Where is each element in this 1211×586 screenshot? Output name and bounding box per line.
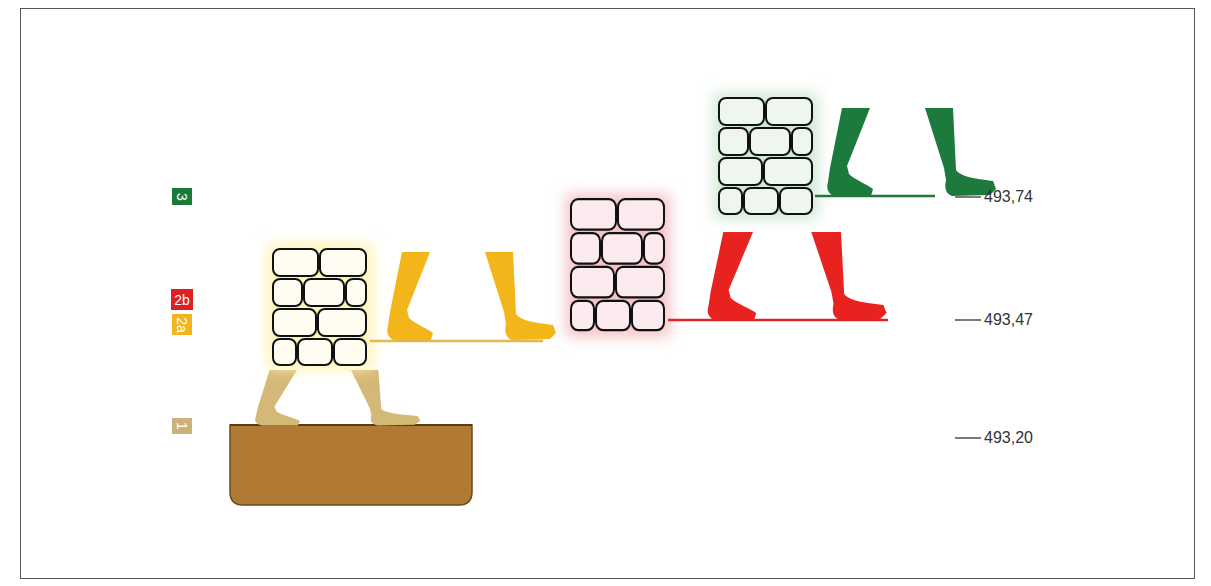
phase-badge: 3 <box>172 188 192 205</box>
phase-1-legs <box>255 370 420 425</box>
stone-wall <box>571 199 664 330</box>
frame <box>21 9 1195 579</box>
phase-badge: 2b <box>171 289 193 310</box>
elevation-tick <box>955 437 981 438</box>
elevation-label: 493,47 <box>984 312 1033 328</box>
elevation-label: 493,20 <box>984 430 1033 446</box>
phase-3-legs <box>827 108 996 196</box>
phase-badge: 1 <box>172 418 192 434</box>
wall-glow <box>566 194 670 337</box>
phase-2a-legs <box>387 252 556 340</box>
phase-badge: 2a <box>172 314 192 335</box>
pit-fill <box>230 425 472 505</box>
phase-number: 3 <box>175 193 189 201</box>
phase-number: 1 <box>175 422 189 430</box>
phase-number: 2a <box>175 317 189 333</box>
phase-2b-legs <box>708 232 887 320</box>
elevation-tick <box>955 196 981 197</box>
wall-glow <box>268 244 372 369</box>
stone-wall <box>719 98 812 214</box>
wall-glow <box>714 93 818 219</box>
elevation-label: 493,74 <box>984 189 1033 205</box>
floor-level <box>370 340 543 343</box>
stone-wall <box>273 249 366 365</box>
elevation-tick <box>955 319 981 320</box>
phase-number: 2b <box>174 293 190 307</box>
